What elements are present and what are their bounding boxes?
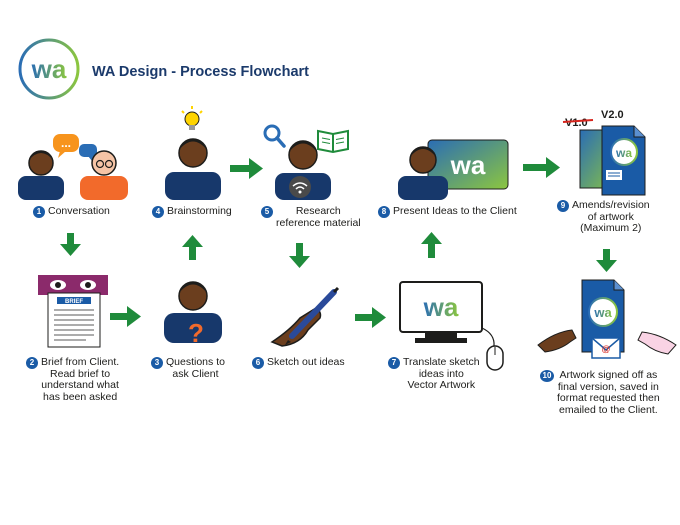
step-4-label: 4 Brainstorming bbox=[152, 205, 232, 218]
brief-doc-label: BRIEF bbox=[65, 299, 83, 305]
arrow-down-5-6 bbox=[289, 243, 310, 268]
step-text: Sketch out ideas bbox=[267, 356, 345, 368]
step-number-badge: 8 bbox=[378, 206, 390, 218]
step-text: Research reference material bbox=[276, 205, 361, 229]
step-text: Amends/revision of artwork (Maximum 2) bbox=[572, 199, 650, 234]
handover-icon: wa @ bbox=[537, 279, 677, 359]
step-number-badge: 4 bbox=[152, 206, 164, 218]
revision-logo: wa bbox=[615, 146, 632, 160]
step-3-label: 3 Questions to ask Client bbox=[151, 356, 225, 380]
step-number-badge: 6 bbox=[252, 357, 264, 369]
arrow-right-4-5 bbox=[230, 158, 263, 179]
page-title: WA Design - Process Flowchart bbox=[92, 64, 310, 80]
step-text: Questions to ask Client bbox=[166, 356, 225, 380]
monitor-logo: wa bbox=[423, 292, 459, 322]
step-number-badge: 1 bbox=[33, 206, 45, 218]
svg-text:@: @ bbox=[601, 344, 610, 354]
step-number-badge: 3 bbox=[151, 357, 163, 369]
step-text: Present Ideas to the Client bbox=[393, 205, 517, 217]
step-5-label: 5 Research reference material bbox=[261, 205, 361, 229]
step-number-badge: 10 bbox=[540, 370, 554, 382]
step-text: Translate sketch ideas into Vector Artwo… bbox=[403, 356, 480, 391]
step-2-label: 2 Brief from Client. Read brief to under… bbox=[26, 356, 120, 403]
step-number-badge: 5 bbox=[261, 206, 273, 218]
arrow-right-6-7 bbox=[355, 307, 386, 328]
envelope-icon: @ bbox=[591, 337, 621, 359]
final-logo: wa bbox=[593, 305, 612, 320]
sketch-hand-icon bbox=[270, 286, 340, 347]
step-text: Artwork signed off as final version, sav… bbox=[557, 369, 660, 416]
arrow-up-3-4 bbox=[182, 235, 203, 260]
step-1-label: 1 Conversation bbox=[33, 205, 110, 218]
step-number-badge: 9 bbox=[557, 200, 569, 212]
flow-arrows bbox=[60, 157, 617, 328]
research-icon bbox=[263, 124, 349, 200]
logo-text: wa bbox=[31, 54, 67, 84]
step-number-badge: 7 bbox=[388, 357, 400, 369]
magnifier-icon bbox=[263, 124, 286, 148]
step-text: Brief from Client. Read brief to underst… bbox=[41, 356, 120, 403]
step-number-badge: 2 bbox=[26, 357, 38, 369]
computer-icon: wa bbox=[399, 281, 504, 371]
header: WA Design - Process Flowchart bbox=[18, 38, 438, 108]
step-7-label: 7 Translate sketch ideas into Vector Art… bbox=[388, 356, 480, 392]
step-text: Conversation bbox=[48, 205, 110, 217]
speech-bubble-dots: ... bbox=[61, 136, 71, 150]
arrow-right-2-3 bbox=[110, 306, 141, 327]
question-person-icon: ? bbox=[164, 281, 222, 348]
arrow-right-8-9 bbox=[523, 157, 560, 178]
arrow-down-1-2 bbox=[60, 233, 81, 256]
old-version-label: V1.0 bbox=[565, 117, 588, 129]
lightbulb-icon bbox=[181, 106, 203, 130]
presentation-logo: wa bbox=[450, 150, 486, 180]
step-6-label: 6 Sketch out ideas bbox=[252, 356, 345, 369]
step-9-label: 9 Amends/revision of artwork (Maximum 2) bbox=[557, 199, 650, 235]
question-mark-glyph: ? bbox=[188, 318, 204, 348]
brief-icon: BRIEF bbox=[38, 275, 108, 348]
step-text: Brainstorming bbox=[167, 205, 232, 217]
conversation-icon: ... bbox=[18, 134, 128, 200]
book-icon bbox=[317, 129, 349, 154]
wa-logo: wa bbox=[18, 38, 80, 100]
revision-icon: V1.0 V2.0 wa bbox=[562, 109, 646, 196]
step-10-label: 10 Artwork signed off as final version, … bbox=[540, 369, 660, 416]
arrow-up-7-8 bbox=[421, 232, 442, 258]
presentation-icon: wa bbox=[398, 139, 509, 200]
arrow-down-9-10 bbox=[596, 249, 617, 272]
new-version-label: V2.0 bbox=[601, 109, 624, 121]
lightbulb-person-icon bbox=[165, 106, 221, 200]
step-8-label: 8 Present Ideas to the Client bbox=[378, 205, 517, 218]
